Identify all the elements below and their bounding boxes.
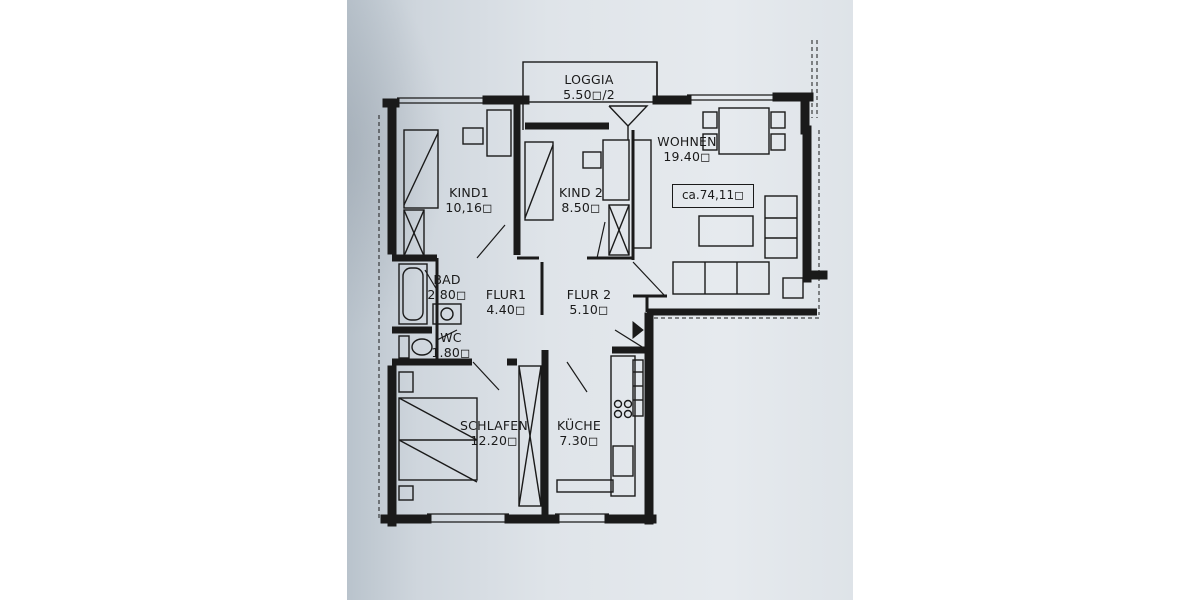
entrance-arrow (632, 320, 644, 340)
kind2-area: 8.50◻ (561, 200, 601, 215)
flur2-name: FLUR 2 (566, 287, 612, 302)
kind1-area: 10,16◻ (445, 200, 493, 215)
loggia-area: 5.50◻/2 (563, 87, 615, 102)
outer-walls (380, 92, 828, 527)
schlafen-furniture (398, 365, 542, 507)
kind2-furniture (524, 139, 630, 256)
wc-area: 1.80◻ (431, 345, 471, 360)
flur1-name: FLUR1 (485, 287, 527, 302)
wc-name: WC (440, 330, 462, 345)
schlafen-name: SCHLAFEN (460, 418, 528, 433)
property-lines (378, 40, 820, 520)
schlafen-area: 12.20◻ (470, 433, 518, 448)
flur2-area: 5.10◻ (569, 302, 609, 317)
kind2-name: KIND 2 (559, 185, 603, 200)
loggia-outline (522, 61, 658, 140)
bathroom-fixtures (398, 263, 462, 359)
kueche-area: 7.30◻ (559, 433, 599, 448)
room-label-wohnen: WOHNEN 19.40◻ (647, 134, 727, 164)
room-label-flur1: FLUR1 4.40◻ (479, 287, 533, 317)
room-label-wc: WC 1.80◻ (431, 330, 471, 360)
flur1-area: 4.40◻ (486, 302, 526, 317)
windows (397, 94, 810, 523)
room-label-flur2: FLUR 2 5.10◻ (561, 287, 617, 317)
floor-plan-drawing (378, 40, 828, 527)
wohnen-furniture (632, 107, 804, 299)
bad-area: 2.80◻ (427, 287, 467, 302)
door-swings (424, 221, 666, 393)
interior-walls (392, 100, 817, 520)
kind1-name: KIND1 (449, 185, 489, 200)
room-label-kueche: KÜCHE 7.30◻ (551, 418, 607, 448)
room-label-kind1: KIND1 10,16◻ (439, 185, 499, 215)
wohnen-area: 19.40◻ (663, 149, 711, 164)
room-label-loggia: LOGGIA 5.50◻/2 (543, 72, 635, 102)
wohnen-name: WOHNEN (657, 134, 717, 149)
kitchen-fixtures (556, 355, 644, 497)
room-label-kind2: KIND 2 8.50◻ (551, 185, 611, 215)
floor-plan-sheet: LOGGIA 5.50◻/2 WOHNEN 19.40◻ ca.74,11◻ K… (347, 0, 853, 600)
kind1-furniture (403, 109, 512, 257)
bad-name: BAD (433, 272, 461, 287)
loggia-name: LOGGIA (564, 72, 614, 87)
room-label-schlafen: SCHLAFEN 12.20◻ (459, 418, 529, 448)
kueche-name: KÜCHE (556, 418, 602, 433)
room-label-bad: BAD 2.80◻ (427, 272, 467, 302)
total-area-box: ca.74,11◻ (672, 184, 754, 208)
